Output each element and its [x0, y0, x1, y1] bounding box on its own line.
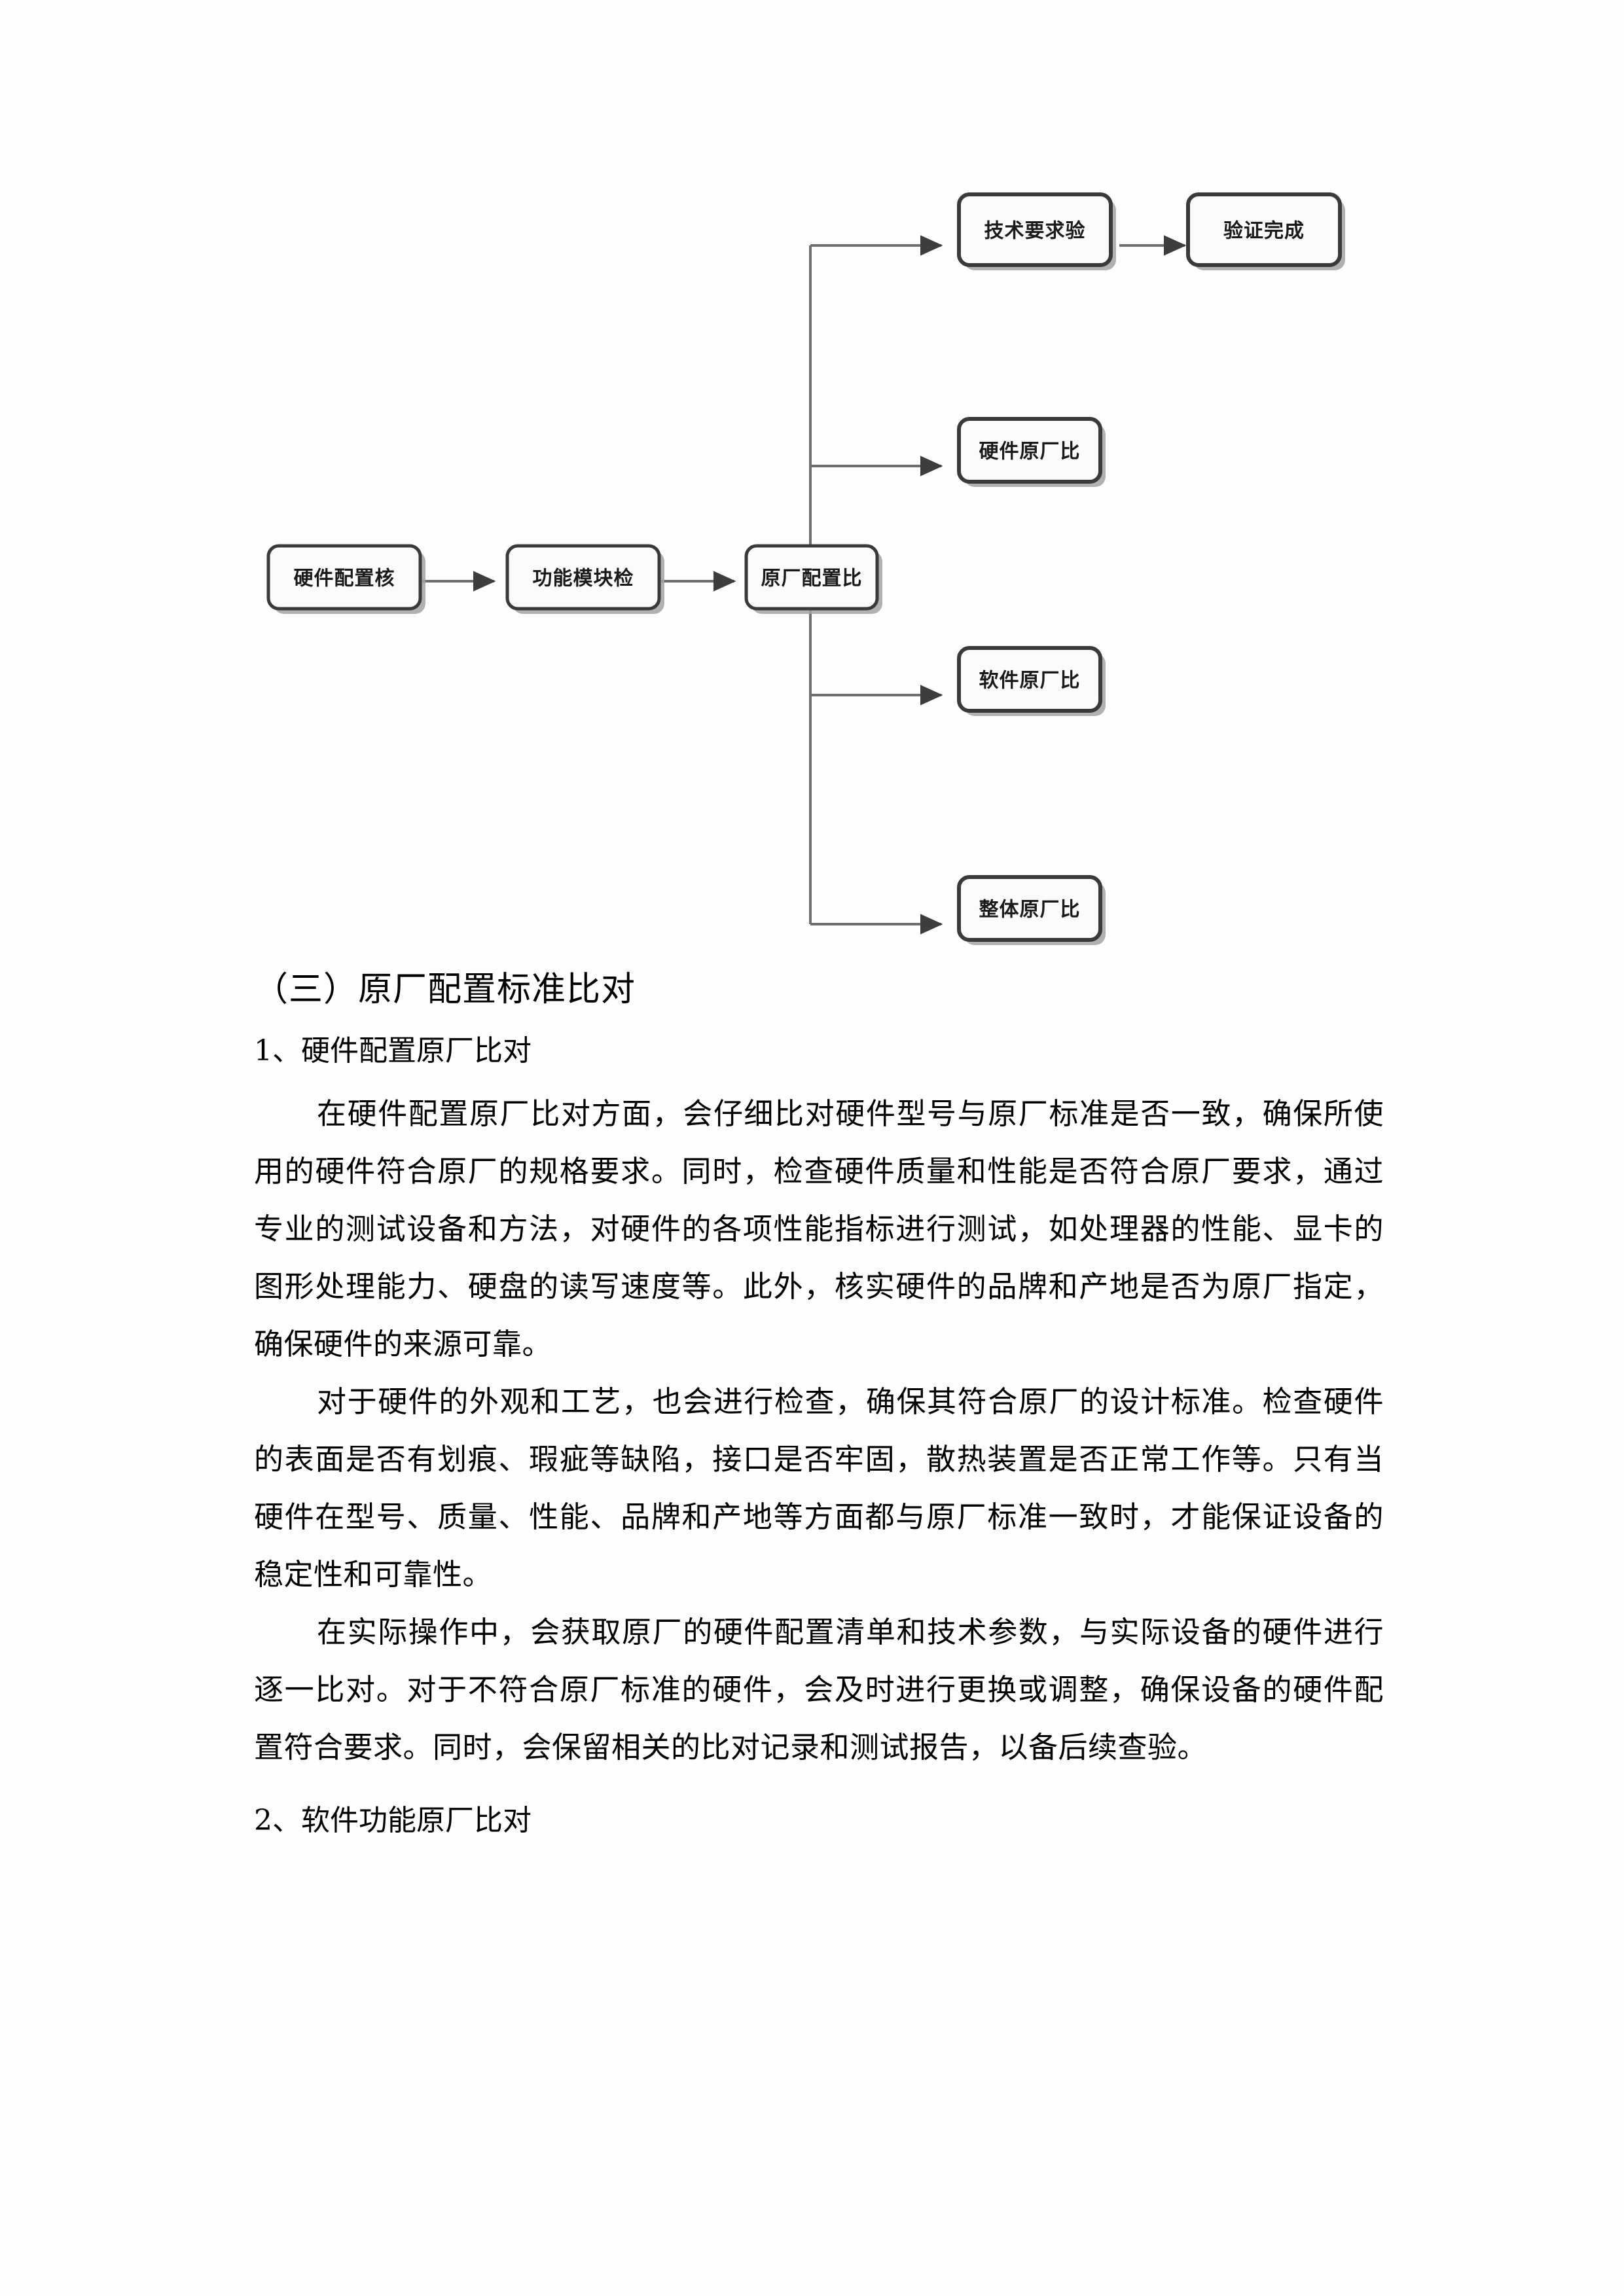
node-technical-requirement-verify[interactable]: 技术要求验 [957, 192, 1113, 267]
node-hardware-config-check[interactable]: 硬件配置核 [266, 544, 422, 611]
node-label-factory-config-compare: 原厂配置比 [761, 567, 863, 590]
subsection-heading-1: 1、硬件配置原厂比对 [254, 1034, 532, 1067]
node-factory-config-compare[interactable]: 原厂配置比 [744, 544, 879, 611]
section-heading: （三）原厂配置标准比对 [254, 970, 636, 1009]
node-label-overall-factory-compare: 整体原厂比 [979, 899, 1081, 922]
document-text-body: （三）原厂配置标准比对 1、硬件配置原厂比对 在硬件配置原厂比对方面，会仔细比对… [254, 961, 1384, 1848]
node-label-software-factory-compare: 软件原厂比 [979, 670, 1081, 692]
node-verification-complete[interactable]: 验证完成 [1186, 192, 1342, 267]
node-software-factory-compare[interactable]: 软件原厂比 [957, 646, 1102, 713]
subsection-heading-2: 2、软件功能原厂比对 [254, 1804, 532, 1837]
body-paragraph-3: 在实际操作中，会获取原厂的硬件配置清单和技术参数，与实际设备的硬件进行逐一比对。… [254, 1615, 1384, 1765]
body-paragraph-2: 对于硬件的外观和工艺，也会进行检查，确保其符合原厂的设计标准。检查硬件的表面是否… [254, 1384, 1384, 1592]
node-label-verification-complete: 验证完成 [1223, 220, 1305, 243]
spacer [254, 1776, 1384, 1793]
node-label-technical-requirement-verify: 技术要求验 [984, 220, 1086, 243]
node-function-module-check[interactable]: 功能模块检 [505, 544, 661, 611]
process-flow-diagram: 硬件配置核 功能模块检 原厂配置比 技术要求验 验证完成 [0, 0, 1624, 962]
node-hardware-factory-compare[interactable]: 硬件原厂比 [957, 417, 1102, 484]
node-overall-factory-compare[interactable]: 整体原厂比 [957, 875, 1102, 942]
spacer [254, 1079, 1384, 1085]
node-label-function-module-check: 功能模块检 [533, 567, 634, 590]
node-label-hardware-config-check: 硬件配置核 [294, 567, 395, 590]
node-label-hardware-factory-compare: 硬件原厂比 [979, 440, 1081, 463]
body-paragraph-1: 在硬件配置原厂比对方面，会仔细比对硬件型号与原厂标准是否一致，确保所使用的硬件符… [254, 1096, 1384, 1361]
